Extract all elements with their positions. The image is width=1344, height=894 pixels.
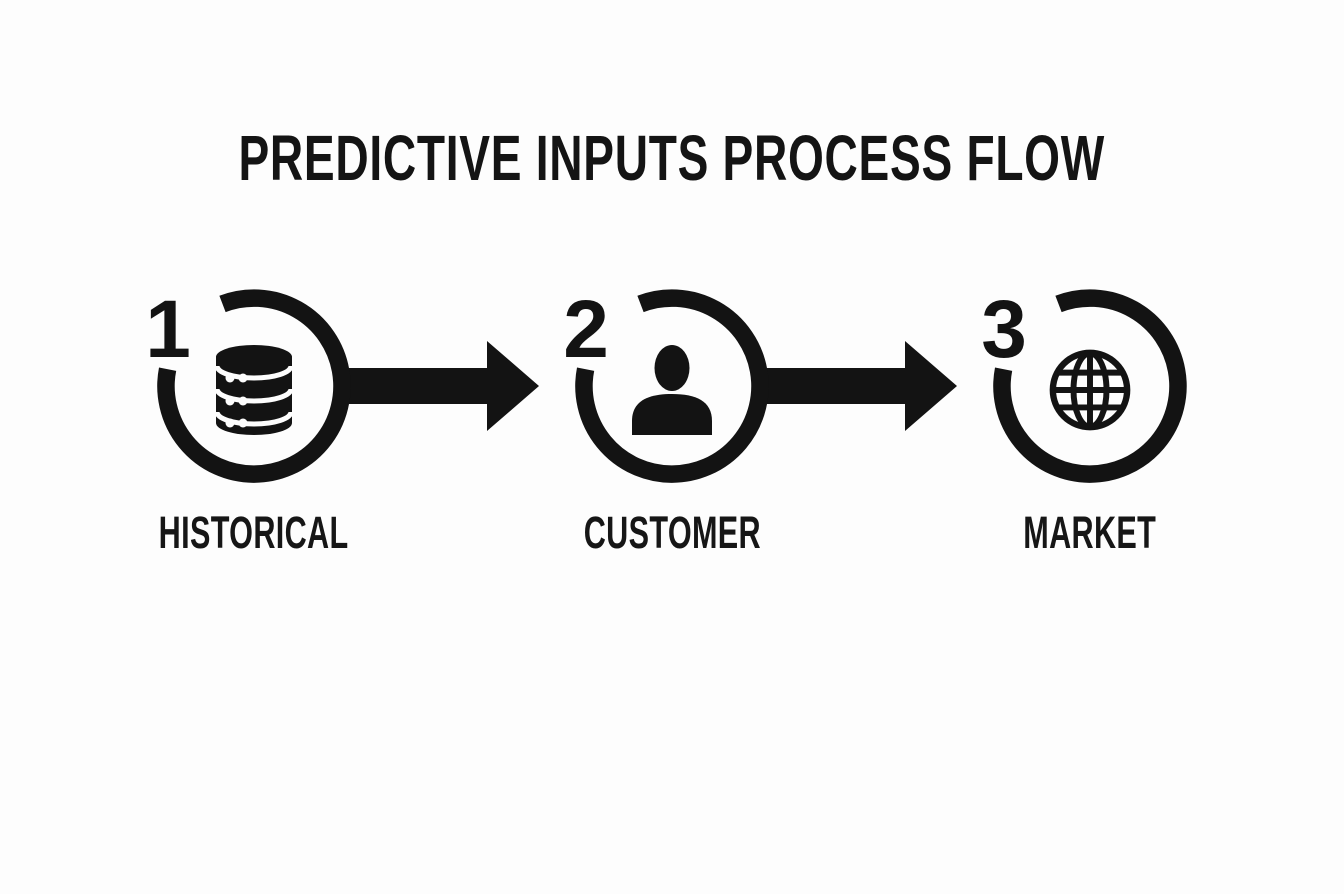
step-label: MARKET xyxy=(1023,507,1157,558)
arrow-right-icon xyxy=(349,341,572,431)
step-number: 1 xyxy=(145,284,191,375)
arrow-head xyxy=(487,341,539,431)
step-circle-1: 1 xyxy=(145,286,354,486)
step-circle-3: 3 xyxy=(981,286,1190,486)
person-icon xyxy=(631,345,713,435)
step-node-historical: 1 HISTORICAL xyxy=(145,286,354,558)
step-label: CUSTOMER xyxy=(583,507,761,558)
step-number: 3 xyxy=(981,284,1027,375)
step-circle-2: 2 xyxy=(563,286,772,486)
diagram-header: PREDICTIVE INPUTS PROCESS FLOW xyxy=(0,126,1344,190)
step-number: 2 xyxy=(563,284,609,375)
arrow-head xyxy=(905,341,957,431)
arrow-shaft xyxy=(349,368,488,404)
open-circle-ring xyxy=(575,289,769,483)
arrow-shaft xyxy=(767,368,906,404)
process-flow-diagram: 1 HISTORICAL 2 xyxy=(0,286,1344,555)
arrow-right-icon xyxy=(767,341,990,431)
step-label: HISTORICAL xyxy=(159,507,349,558)
open-circle-ring xyxy=(993,289,1187,483)
globe-icon xyxy=(1046,346,1134,434)
open-circle-ring xyxy=(157,289,351,483)
diagram-title: PREDICTIVE INPUTS PROCESS FLOW xyxy=(238,122,1106,194)
step-node-market: 3 MARKET xyxy=(981,286,1190,558)
database-icon xyxy=(214,344,294,436)
step-node-customer: 2 CUSTOMER xyxy=(563,286,772,558)
